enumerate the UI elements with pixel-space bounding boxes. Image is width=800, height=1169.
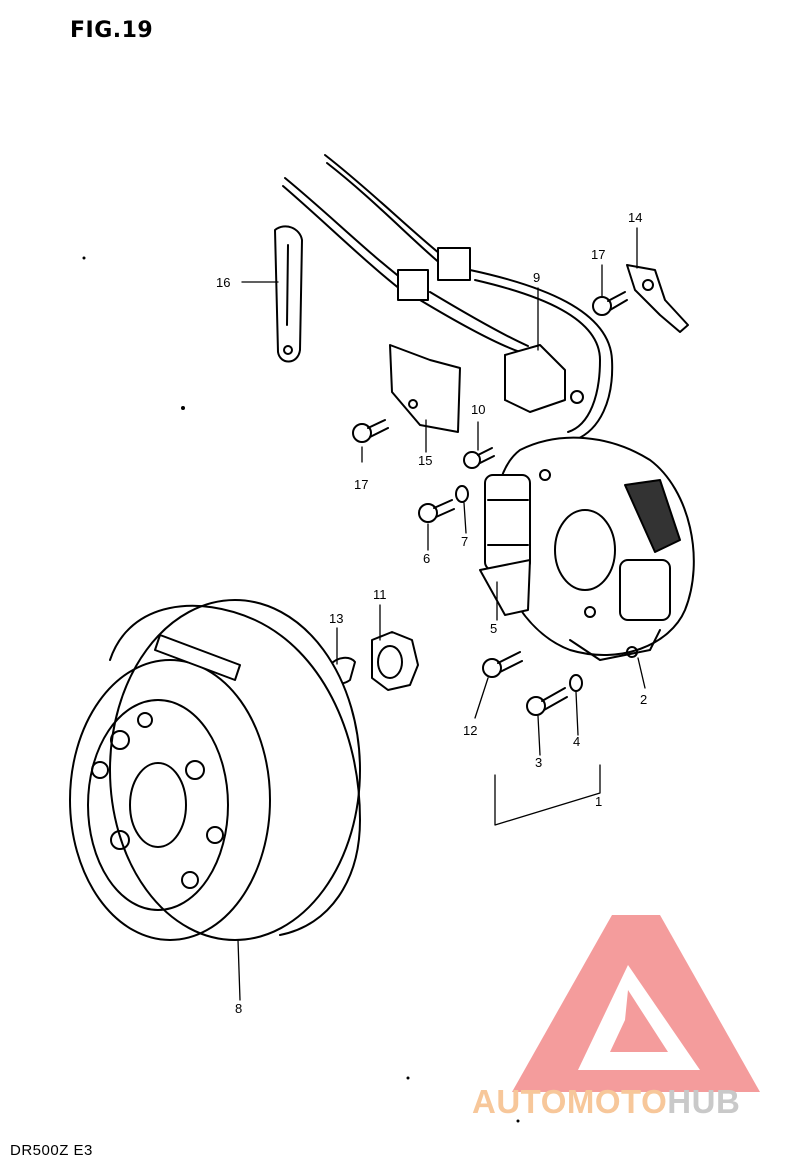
scan-dots: [82, 256, 520, 1123]
screw-part-6: [418, 499, 455, 523]
callout-15: 15: [418, 453, 432, 468]
callout-1: 1: [595, 794, 602, 809]
callout-2: 2: [640, 692, 647, 707]
callout-17-right: 17: [591, 247, 605, 262]
callout-7: 7: [461, 534, 468, 549]
bracket-part-14: [626, 264, 689, 333]
flywheel-part-8: [69, 599, 361, 941]
screw-part-10: [463, 447, 495, 469]
clamp-part-16: [274, 225, 303, 363]
callout-14: 14: [628, 210, 642, 225]
callout-16: 16: [216, 275, 230, 290]
callout-13: 13: [329, 611, 343, 626]
washer-part-4: [569, 674, 583, 692]
callout-4: 4: [573, 734, 580, 749]
callout-3: 3: [535, 755, 542, 770]
model-code: DR500Z E3: [10, 1142, 93, 1159]
leader-lines: [237, 227, 646, 1001]
callout-6: 6: [423, 551, 430, 566]
screw-part-17b: [592, 291, 628, 316]
callout-11: 11: [373, 587, 387, 602]
watermark-text: AUTOMOTOHUB: [472, 1083, 740, 1121]
callout-9: 9: [533, 270, 540, 285]
cover-plate-part-15: [389, 344, 461, 433]
watermark-logo: [512, 915, 760, 1092]
screw-part-12: [482, 651, 523, 678]
callout-10: 10: [471, 402, 485, 417]
screw-part-3: [526, 687, 568, 716]
callout-8: 8: [235, 1001, 242, 1016]
wiring-harness: [282, 154, 614, 441]
callout-5: 5: [490, 621, 497, 636]
connector-part-9: [504, 344, 584, 413]
screw-part-17a: [352, 419, 389, 443]
watermark-text-part2: HUB: [667, 1083, 741, 1120]
callout-12: 12: [463, 723, 477, 738]
stator-assembly: [479, 436, 695, 661]
washer-part-7: [455, 485, 469, 503]
callout-17-left: 17: [354, 477, 368, 492]
callout-labels: 1 2 3 4 5 6 7 8 9 10 11 12 13 14 15 16 1…: [216, 210, 647, 1016]
watermark-text-part1: AUTOMOTO: [472, 1083, 668, 1120]
nut-part-11: [371, 631, 419, 691]
figure-title: FIG.19: [70, 18, 154, 43]
